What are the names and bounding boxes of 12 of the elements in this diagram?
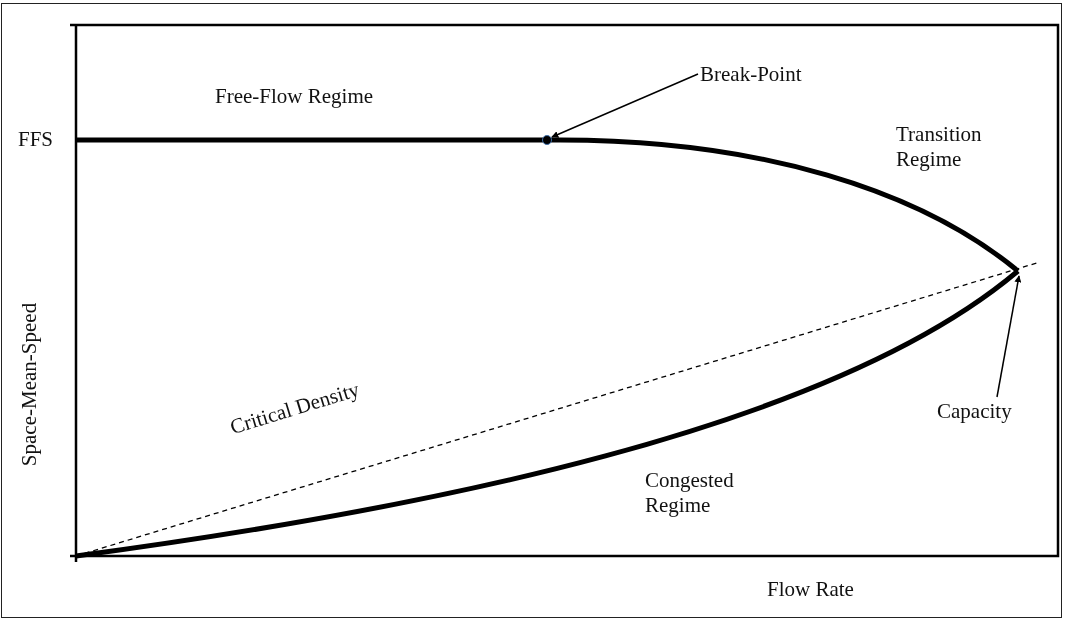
axis-title: Flow Rate bbox=[767, 577, 854, 602]
callout-label: Capacity bbox=[937, 399, 1012, 424]
region-label: Free-Flow Regime bbox=[215, 84, 374, 109]
axis-title: Space-Mean-Speed bbox=[17, 302, 43, 467]
region-label: Congested Regime bbox=[645, 468, 735, 518]
break-point-dot bbox=[542, 135, 552, 145]
leader-line bbox=[551, 73, 699, 138]
line-label: Critical Density bbox=[227, 377, 363, 440]
callout-label: Break-Point bbox=[700, 62, 802, 87]
axis-value-label: FFS bbox=[18, 127, 54, 152]
region-label: Transition Regime bbox=[896, 122, 983, 172]
leader-line bbox=[996, 275, 1022, 398]
